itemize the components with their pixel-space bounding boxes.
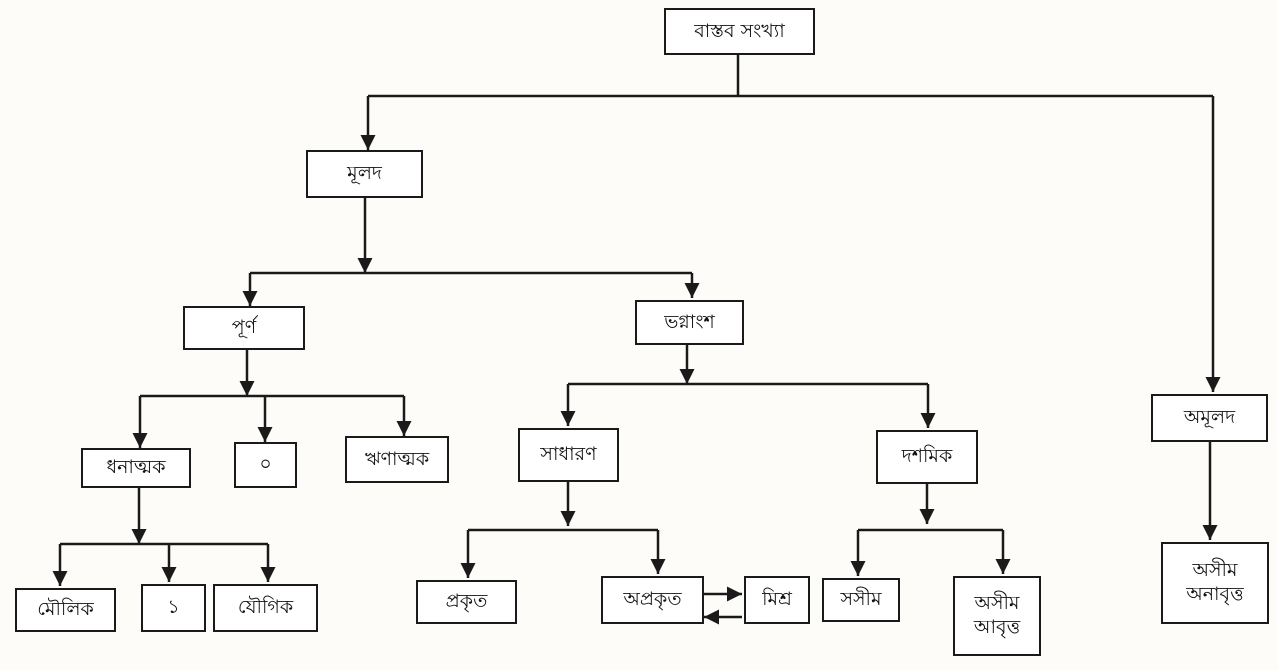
node-nonrecurring: অসীম অনাবৃত্ত — [1161, 542, 1269, 624]
node-positive: ধনাত্মক — [81, 448, 191, 488]
node-improper: অপ্রকৃত — [601, 576, 704, 624]
node-negative: ঋণাত্মক — [345, 436, 449, 483]
node-prime: মৌলিক — [15, 588, 116, 632]
node-common-fraction: সাধারণ — [518, 428, 619, 482]
node-irrational: অমূলদ — [1151, 394, 1268, 442]
node-fraction: ভগ্নাংশ — [635, 300, 744, 345]
node-composite: যৌগিক — [213, 584, 318, 632]
node-real-numbers: বাস্তব সংখ্যা — [664, 8, 815, 55]
node-integer: পূর্ণ — [183, 306, 305, 350]
node-proper: প্রকৃত — [416, 580, 517, 624]
node-recurring: অসীম আবৃত্ত — [953, 576, 1041, 656]
node-decimal: দশমিক — [876, 430, 978, 484]
node-one: ১ — [141, 584, 206, 632]
node-terminating: সসীম — [822, 578, 900, 622]
node-zero: ০ — [234, 442, 297, 488]
node-mixed: মিশ্র — [744, 576, 810, 624]
node-rational: মূলদ — [306, 150, 423, 198]
